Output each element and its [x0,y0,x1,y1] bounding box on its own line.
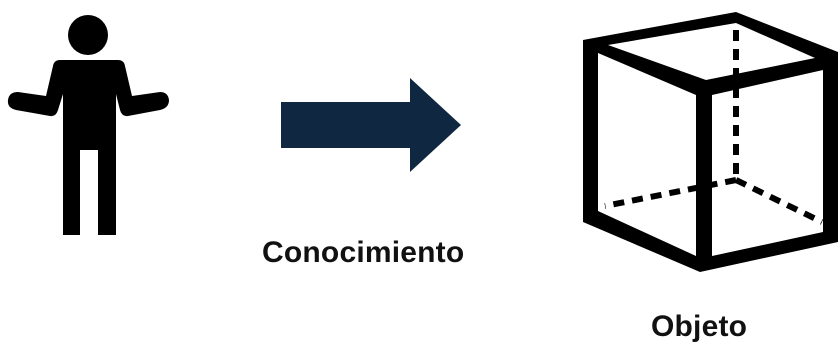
object-label: Objeto [651,310,748,343]
hidden-edges [604,30,824,225]
knowledge-label: Conocimiento [262,236,465,269]
person-body [7,60,170,235]
wireframe-cube-icon [583,12,838,272]
arrow-right-icon [281,78,461,172]
person-head [68,15,108,55]
person-icon [7,15,170,235]
